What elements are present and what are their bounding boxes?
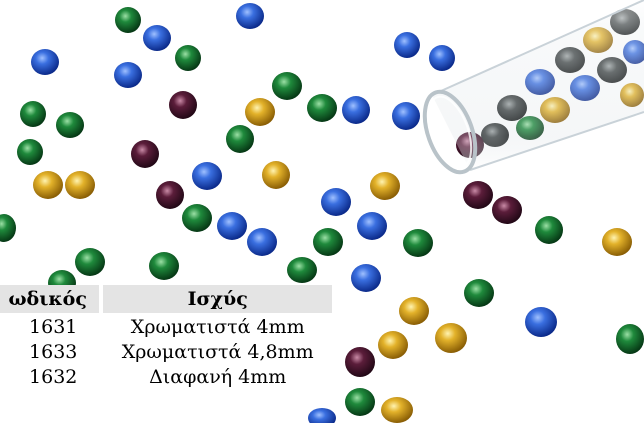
table-row: 1631 Χρωματιστά 4mm (0, 316, 332, 338)
cell-code: 1632 (29, 366, 78, 388)
table-row: 1633 Χρωματιστά 4,8mm (0, 341, 332, 363)
column-header-strength: Ισχύς (103, 285, 332, 313)
cell-code: 1633 (29, 341, 78, 363)
glass-tube-icon (422, 0, 644, 175)
table-row: 1632 Διαφανή 4mm (0, 366, 332, 388)
cell-strength: Χρωματιστά 4mm (130, 316, 305, 338)
table-header-row: ωδικός Ισχύς (0, 285, 332, 313)
product-spec-table: ωδικός Ισχύς 1631 Χρωματιστά 4mm 1633 Χρ… (0, 282, 336, 391)
cell-code: 1631 (29, 316, 78, 338)
cell-strength: Διαφανή 4mm (149, 366, 287, 388)
cell-strength: Χρωματιστά 4,8mm (121, 341, 314, 363)
scattered-gems (0, 3, 644, 423)
column-header-code: ωδικός (0, 285, 100, 313)
